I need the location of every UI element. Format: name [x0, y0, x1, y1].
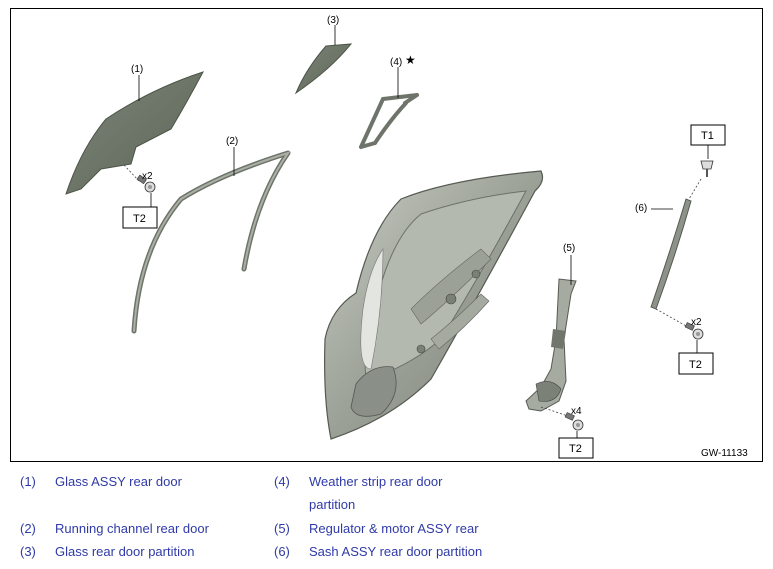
- callout-6: (6): [635, 203, 647, 214]
- bolt-icon: [684, 322, 704, 340]
- legend-text: Weather strip rear door: [309, 474, 443, 489]
- callout-2: (2): [226, 136, 238, 147]
- bolt-leader-1: [123, 164, 140, 182]
- glass-rear-door-partition-part: (3): [294, 15, 353, 95]
- legend-text: Glass ASSY rear door: [55, 474, 182, 489]
- callout-4: (4): [390, 57, 402, 68]
- glass-assy-rear-door-part: (1) x2 T2: [65, 64, 205, 229]
- figure-id: GW-11133: [701, 448, 748, 459]
- bolt-leader-6: [655, 308, 689, 328]
- running-channel-rear-door-part: (2): [131, 136, 291, 334]
- rear-door-frame-assembly: [324, 170, 544, 440]
- exploded-parts-diagram: (1) x2 T2 (2) (3) (4) ★: [10, 8, 763, 462]
- legend-item-3: (3) Glass rear door partition: [20, 543, 260, 561]
- legend-number: (6): [274, 544, 290, 559]
- weather-strip-rear-door-partition-part: (4) ★: [359, 53, 419, 149]
- legend-text: Running channel rear door: [55, 521, 209, 536]
- parts-legend: (1) Glass ASSY rear door (2) Running cha…: [0, 470, 773, 569]
- torque-label-t2-right: T2: [689, 359, 702, 371]
- torque-box-t2-left: [122, 206, 158, 229]
- sash-assy-rear-door-partition-part: T1 (6) x2 T2: [635, 124, 726, 375]
- legend-item-1: (1) Glass ASSY rear door: [20, 473, 260, 491]
- legend-text: Glass rear door partition: [55, 544, 195, 559]
- legend-item-4: (4) Weather strip rear door partition: [274, 473, 534, 513]
- callout-1: (1): [131, 64, 143, 75]
- bolt-quantity-1: x2: [142, 171, 153, 182]
- callout-5: (5): [563, 243, 575, 254]
- legend-item-6: (6) Sash ASSY rear door partition: [274, 543, 534, 561]
- legend-number: (3): [20, 544, 36, 559]
- bolt-icon: [564, 412, 584, 431]
- legend-text: Sash ASSY rear door partition: [309, 544, 483, 559]
- bolt-quantity-6: x2: [691, 317, 702, 328]
- torque-label-t2-left: T2: [133, 213, 146, 225]
- legend-number: (5): [274, 521, 290, 536]
- bolt-quantity-5: x4: [571, 406, 582, 417]
- bolt-leader-5: [540, 406, 572, 418]
- legend-item-5: (5) Regulator & motor ASSY rear: [274, 520, 534, 538]
- torque-box-t2-right: [678, 352, 714, 375]
- torque-label-t2-bottom: T2: [569, 443, 582, 455]
- legend-number: (4): [274, 474, 290, 489]
- diagram-canvas: (1) x2 T2 (2) (3) (4) ★: [65, 15, 748, 459]
- callout-3: (3): [327, 15, 339, 26]
- legend-item-2: (2) Running channel rear door: [20, 520, 260, 538]
- screw-icon: [700, 160, 714, 177]
- legend-number: (1): [20, 474, 36, 489]
- regulator-motor-assy-rear-part: (5) x4 T2: [525, 243, 594, 459]
- legend-text-continued: partition: [309, 497, 356, 512]
- bolt-icon: [136, 174, 156, 193]
- torque-label-t1: T1: [701, 130, 714, 142]
- screw-leader-6: [688, 178, 702, 200]
- torque-box-t2-bottom: [558, 437, 594, 459]
- legend-number: (2): [20, 521, 36, 536]
- legend-text: Regulator & motor ASSY rear: [309, 521, 479, 536]
- star-icon: ★: [405, 53, 416, 67]
